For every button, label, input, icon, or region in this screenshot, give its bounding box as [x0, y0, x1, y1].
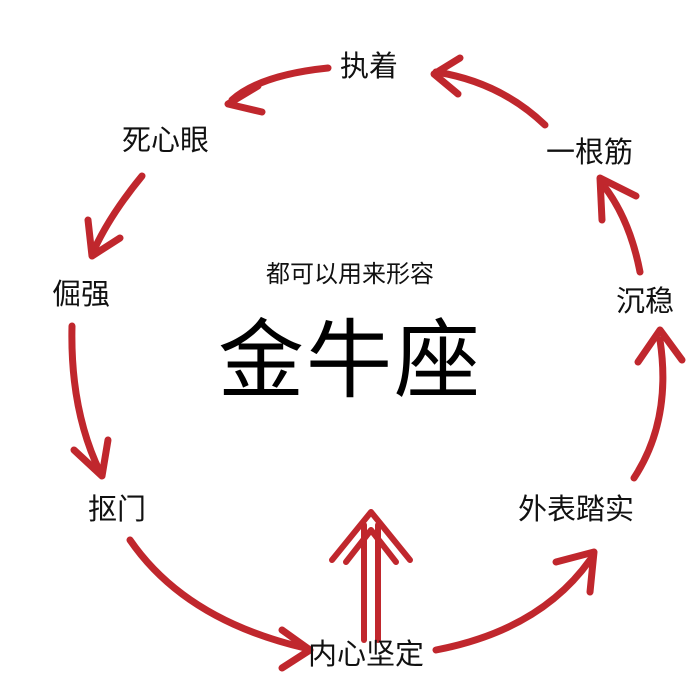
arrow-yigenjin-to-zhizhuo — [430, 54, 549, 129]
arrow-waibiao-to-chenwen — [630, 326, 686, 482]
arrow-juejiang-to-koumen — [68, 322, 112, 480]
node-koumen: 抠门 — [88, 492, 147, 526]
node-neixin: 内心坚定 — [308, 637, 425, 671]
subtitle: 都可以用来形容 — [266, 260, 434, 288]
arrow-zhizhuo-to-sixinyan — [224, 64, 332, 116]
arrow-koumen-to-neixin — [126, 536, 314, 672]
arrow-neixin-to-waibiao — [432, 548, 598, 654]
node-chenwen: 沉稳 — [616, 284, 675, 318]
page-title: 金牛座 — [218, 311, 482, 411]
node-juejiang: 倔强 — [52, 277, 111, 311]
arrow-sixinyan-to-juejiang — [84, 172, 146, 260]
node-zhizhuo: 执着 — [340, 49, 399, 83]
node-waibiao: 外表踏实 — [518, 492, 635, 526]
arrow-chenwen-to-yigenjin — [596, 174, 644, 276]
arrow-neixin-up-to-center — [329, 509, 413, 643]
node-yigenjin: 一根筋 — [546, 135, 634, 169]
node-sixinyan: 死心眼 — [122, 123, 210, 157]
